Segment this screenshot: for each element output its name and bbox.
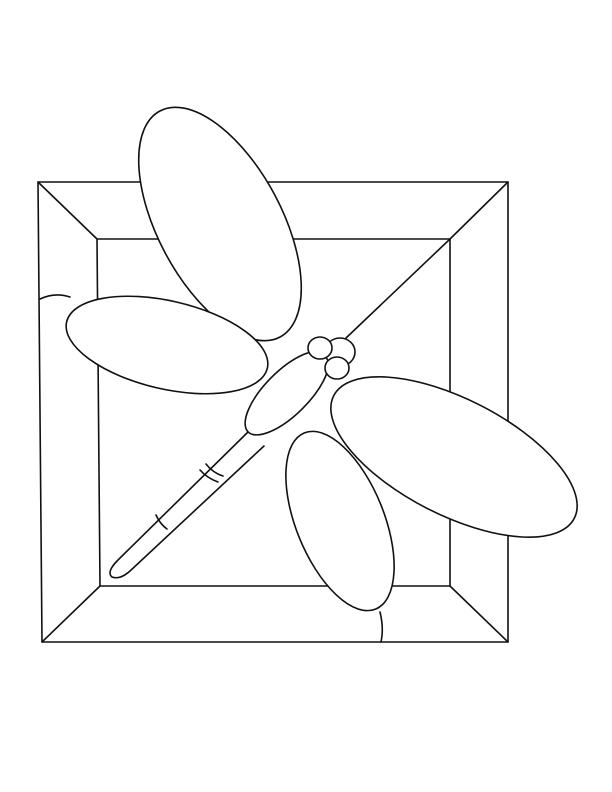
abdomen-segment-3 [155, 514, 168, 530]
right-forewing [330, 376, 578, 538]
right-eye [324, 356, 350, 380]
abdomen [109, 431, 265, 579]
abdomen-outline [109, 431, 265, 579]
bevel-corner-top-left [37, 181, 98, 240]
bevel-corner-bottom-right [449, 585, 509, 643]
inner-diagonal [345, 238, 451, 339]
bevel-frame [37, 181, 509, 643]
left-eye [307, 336, 333, 360]
abdomen-segment-2 [205, 463, 224, 477]
head [307, 336, 356, 380]
lower-hindwing [285, 430, 395, 612]
bevel-corner-bottom-left [41, 585, 101, 643]
bevel-corner-top-right [449, 181, 509, 240]
left-hindwing [65, 295, 269, 395]
bottom-wing-connector [379, 611, 384, 643]
left-wing-connector [39, 294, 71, 300]
abdomen-segment-1 [199, 469, 219, 483]
upper-forewing [137, 106, 303, 342]
